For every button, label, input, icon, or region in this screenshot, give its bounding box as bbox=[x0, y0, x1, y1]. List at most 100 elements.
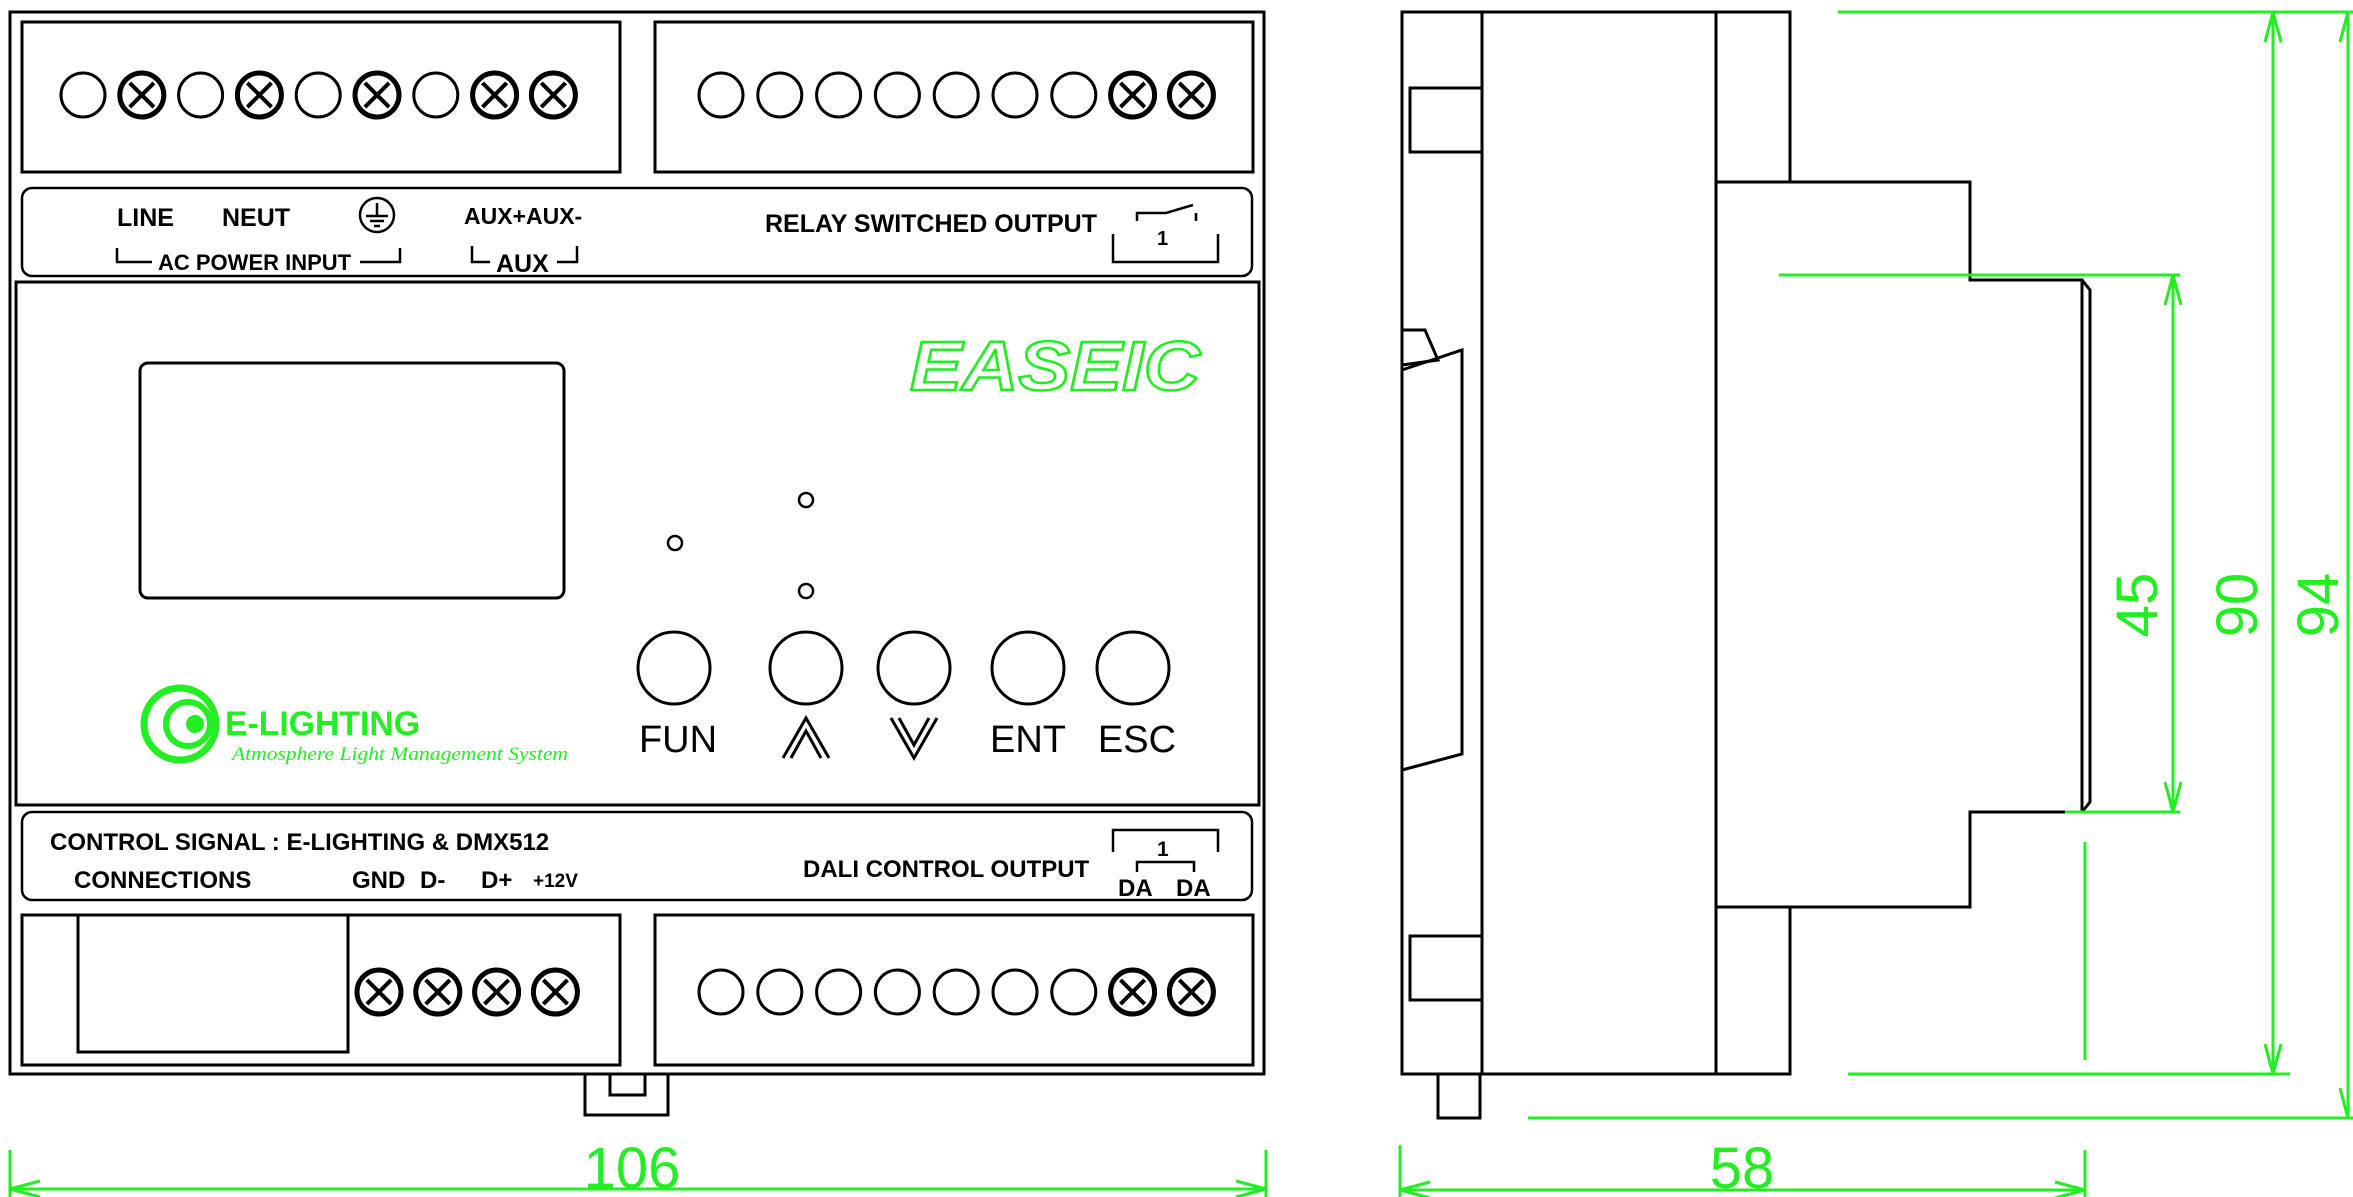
terminal-top-right-8 bbox=[1108, 70, 1158, 120]
height-45-dimension-label: 45 bbox=[2105, 573, 2170, 638]
top-right-terminal-block bbox=[653, 20, 1255, 174]
terminal-top-right-9 bbox=[1166, 70, 1216, 120]
relay-output-label: RELAY SWITCHED OUTPUT bbox=[765, 210, 1097, 238]
side-top-terminal-cap bbox=[1714, 10, 1792, 184]
terminal-bottom-right-2 bbox=[756, 968, 804, 1016]
status-led-3 bbox=[797, 582, 815, 600]
terminal-bottom-left-4-screw bbox=[541, 978, 569, 1006]
terminal-top-left-6 bbox=[352, 70, 402, 120]
control-signal-label: CONTROL SIGNAL : E-LIGHTING & DMX512 bbox=[50, 829, 549, 856]
terminal-bottom-left-3 bbox=[472, 967, 522, 1017]
side-housing-front-section bbox=[1480, 10, 1718, 1076]
terminal-top-right-4 bbox=[873, 71, 921, 119]
terminal-bottom-left-2-screw bbox=[424, 978, 452, 1006]
terminal-top-left-1 bbox=[59, 71, 107, 119]
terminal-top-left-7 bbox=[412, 71, 460, 119]
terminal-top-right-2 bbox=[756, 71, 804, 119]
terminal-bottom-left-2 bbox=[413, 967, 463, 1017]
fun-button[interactable] bbox=[636, 630, 712, 706]
lcd-display bbox=[138, 361, 566, 600]
da-label-1: DA bbox=[1118, 875, 1153, 902]
terminal-bottom-right-4 bbox=[873, 968, 921, 1016]
easeic-logo: EASEIC bbox=[910, 327, 1202, 405]
lower-label-strip bbox=[20, 810, 1254, 902]
side-bottom-terminal-cap bbox=[1714, 905, 1792, 1076]
aux-label: AUX bbox=[496, 250, 549, 278]
line-label: LINE bbox=[117, 204, 174, 232]
terminal-top-left-2 bbox=[117, 70, 167, 120]
top-terminals bbox=[59, 70, 1216, 120]
fun-button-label: FUN bbox=[639, 719, 717, 761]
aux-pair-label: AUX+AUX- bbox=[464, 203, 582, 229]
ent-button-label: ENT bbox=[990, 719, 1066, 761]
terminal-top-right-9-screw bbox=[1177, 81, 1205, 109]
status-led-1 bbox=[666, 534, 684, 552]
front-main-panel bbox=[14, 280, 1261, 807]
front-view: LINE NEUT AC POWER INPUT AUX+AUX- AUX RE… bbox=[8, 10, 1266, 1117]
terminal-bottom-left-1-screw bbox=[365, 978, 393, 1006]
terminal-top-left-4-screw bbox=[245, 81, 273, 109]
esc-button[interactable] bbox=[1095, 630, 1171, 706]
terminal-top-left-8-screw bbox=[481, 81, 509, 109]
d-plus-label: D+ bbox=[481, 867, 512, 894]
terminal-top-left-5 bbox=[294, 71, 342, 119]
dali-channel-label: 1 bbox=[1157, 838, 1169, 861]
bottom-right-terminal-block bbox=[653, 913, 1255, 1067]
dali-channel-bracket bbox=[1111, 828, 1220, 852]
dali-pair-bracket bbox=[1135, 860, 1196, 872]
relay-channel-label: 1 bbox=[1157, 228, 1168, 250]
down-arrow-icon bbox=[889, 717, 939, 762]
terminal-top-left-9-screw bbox=[539, 81, 567, 109]
side-rear-lip bbox=[2080, 279, 2092, 813]
terminal-bottom-right-3 bbox=[815, 968, 863, 1016]
dimension-lines: 106 58 45 90 94 bbox=[8, 10, 2353, 1197]
aux-bracket bbox=[470, 246, 579, 264]
height-90-dimension-label: 90 bbox=[2205, 573, 2270, 638]
side-din-tab bbox=[1436, 1072, 1482, 1120]
terminal-top-right-7 bbox=[1050, 71, 1098, 119]
side-clip-rail-groove bbox=[1401, 347, 1464, 772]
terminal-bottom-left-1 bbox=[354, 967, 404, 1017]
terminal-top-left-8 bbox=[470, 70, 520, 120]
tagline: Atmosphere Light Management System bbox=[230, 744, 568, 765]
front-housing-outline bbox=[8, 10, 1266, 1076]
terminal-top-right-8-screw bbox=[1119, 81, 1147, 109]
terminal-bottom-right-5 bbox=[932, 968, 980, 1016]
ent-button[interactable] bbox=[990, 630, 1066, 706]
side-lower-latch bbox=[1408, 934, 1484, 1002]
terminal-bottom-left-4 bbox=[530, 967, 580, 1017]
terminal-bottom-right-8-screw bbox=[1119, 978, 1147, 1006]
terminal-top-left-4 bbox=[234, 70, 284, 120]
relay-bracket bbox=[1111, 234, 1220, 264]
e-lighting-logo: E-LIGHTING bbox=[225, 705, 420, 743]
side-housing-profile bbox=[1716, 10, 2084, 1076]
dali-output-label: DALI CONTROL OUTPUT bbox=[803, 856, 1090, 883]
terminal-bottom-right-9 bbox=[1166, 967, 1216, 1017]
da-label-2: DA bbox=[1176, 875, 1211, 902]
terminal-top-right-6 bbox=[991, 71, 1039, 119]
terminal-top-right-1 bbox=[697, 71, 745, 119]
terminal-top-right-5 bbox=[932, 71, 980, 119]
upper-label-strip bbox=[20, 186, 1254, 278]
relay-switch-icon bbox=[1135, 203, 1198, 221]
bottom-left-terminal-block bbox=[20, 913, 622, 1067]
side-din-clip-body bbox=[1400, 10, 1484, 1076]
din-rail-clip bbox=[583, 1074, 670, 1117]
rj45-port bbox=[76, 913, 350, 1054]
side-view bbox=[1400, 10, 2092, 1120]
status-led-2 bbox=[797, 491, 815, 509]
d-minus-label: D- bbox=[420, 867, 445, 894]
terminal-top-left-9 bbox=[528, 70, 578, 120]
up-button[interactable] bbox=[768, 630, 844, 706]
neut-label: NEUT bbox=[222, 204, 290, 232]
esc-button-label: ESC bbox=[1098, 719, 1176, 761]
e-lighting-swirl-icon bbox=[140, 684, 220, 764]
bottom-terminals bbox=[354, 967, 1216, 1017]
ac-power-bracket bbox=[115, 248, 402, 264]
depth-dimension-label: 58 bbox=[1710, 1136, 1775, 1197]
down-button[interactable] bbox=[876, 630, 952, 706]
plus-12v-label: +12V bbox=[533, 871, 578, 892]
up-arrow-icon bbox=[781, 714, 831, 759]
terminal-top-right-3 bbox=[815, 71, 863, 119]
side-upper-latch bbox=[1408, 86, 1484, 154]
